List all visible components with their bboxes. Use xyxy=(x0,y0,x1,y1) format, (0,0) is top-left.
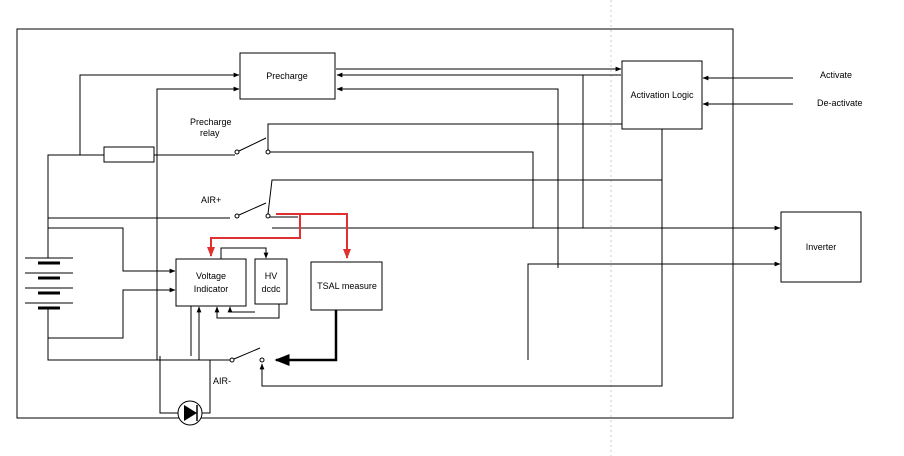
deactivate-label: De-activate xyxy=(817,98,863,108)
precharge-relay-switch xyxy=(234,123,622,228)
network-wires xyxy=(79,66,793,414)
hv-dcdc-label-1: HV xyxy=(265,271,278,281)
precharge-resistor xyxy=(103,146,155,163)
voltage-indicator-label-1: Voltage xyxy=(196,271,226,281)
activate-label: Activate xyxy=(820,70,852,80)
hv-dcdc-block xyxy=(254,258,288,305)
voltage-indicator-label-2: Indicator xyxy=(194,284,229,294)
air-minus-switch xyxy=(229,347,265,363)
tsal-measure-label: TSAL measure xyxy=(317,281,377,291)
activation-logic-block xyxy=(621,60,703,130)
air-plus-switch xyxy=(234,179,662,219)
inverter-block xyxy=(780,211,862,283)
air-minus-label: AIR- xyxy=(213,376,231,386)
battery-wiring xyxy=(47,154,230,361)
tsal-to-air-minus-wire xyxy=(274,310,338,366)
precharge-relay-label-2: relay xyxy=(200,128,220,138)
inverter-label: Inverter xyxy=(806,242,837,252)
hv-dcdc-label-2: dcdc xyxy=(261,284,281,294)
precharge-label: Precharge xyxy=(266,71,308,81)
battery-symbol xyxy=(25,257,73,310)
highlighted-paths xyxy=(207,213,351,259)
activation-logic-label: Activation Logic xyxy=(630,90,694,100)
outer-enclosure xyxy=(16,28,734,419)
tsal-measure-block xyxy=(310,261,383,311)
diode-symbol xyxy=(177,400,203,426)
precharge-block xyxy=(239,52,336,100)
voltage-indicator-block xyxy=(175,258,247,307)
precharge-relay-label-1: Precharge xyxy=(190,117,232,127)
air-plus-label: AIR+ xyxy=(201,195,221,205)
